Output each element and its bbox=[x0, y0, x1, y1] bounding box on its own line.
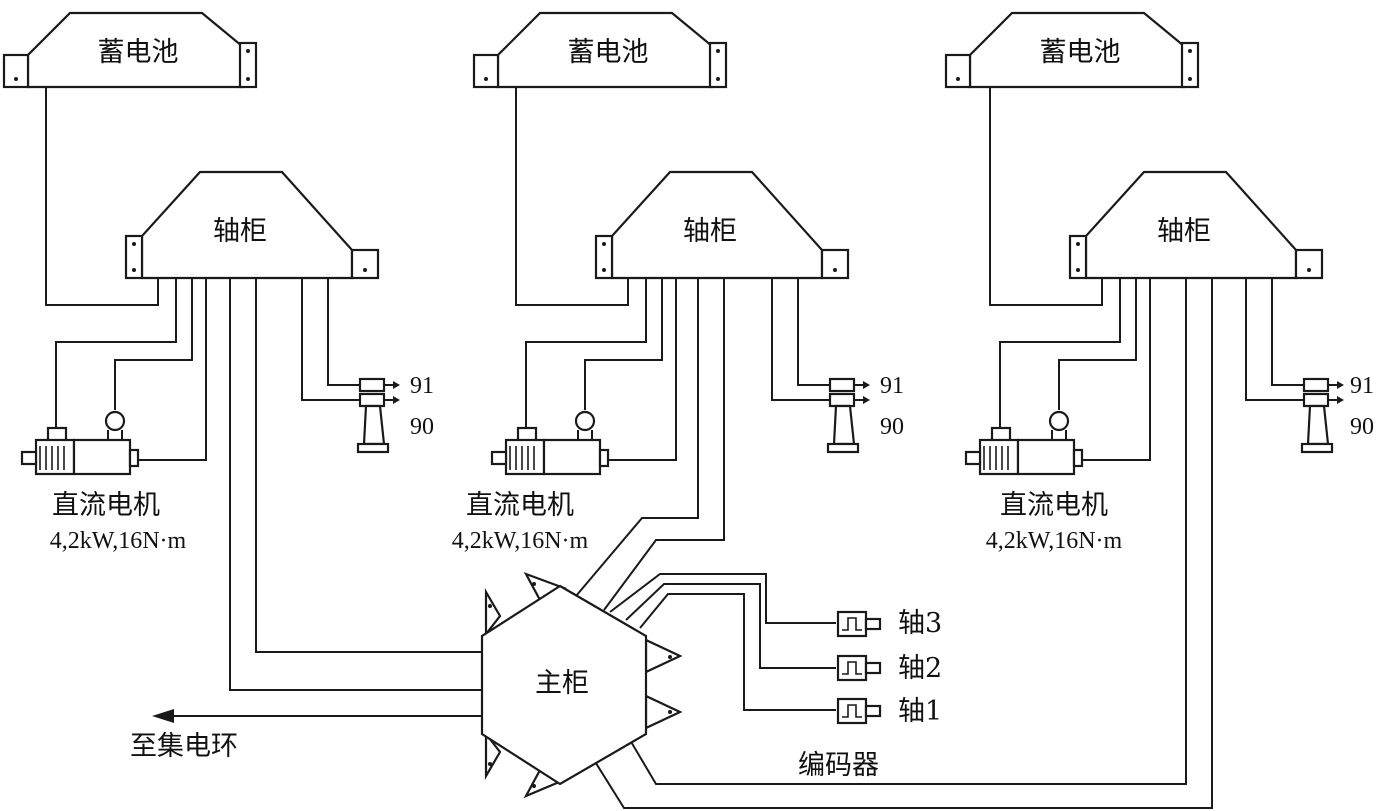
motor-label: 直流电机 bbox=[1000, 490, 1108, 521]
encoder-axis-2: 轴2 bbox=[836, 653, 942, 684]
axis-cabinet-1: 轴柜 bbox=[124, 170, 380, 280]
dc-motor-1: 直流电机 4,2kW,16N·m bbox=[20, 410, 187, 554]
battery-2: 蓄电池 bbox=[472, 11, 728, 89]
unit-1-wiring bbox=[45, 87, 482, 691]
main-cabinet-label: 主柜 bbox=[535, 668, 589, 699]
axis-cabinet-2: 轴柜 bbox=[594, 170, 850, 280]
unit-2: 蓄电池 轴柜 bbox=[452, 11, 904, 611]
limit-90-label: 90 bbox=[410, 414, 434, 440]
unit-3: 蓄电池 轴柜 bbox=[593, 11, 1374, 809]
axis-cabinet-label: 轴柜 bbox=[683, 216, 737, 247]
limit-91-label: 91 bbox=[1350, 373, 1374, 399]
limit-90-label: 90 bbox=[1350, 414, 1374, 440]
battery-label: 蓄电池 bbox=[98, 37, 179, 68]
limit-90-label: 90 bbox=[880, 414, 904, 440]
battery-label: 蓄电池 bbox=[1040, 37, 1121, 68]
limit-switch-1: 91 90 bbox=[356, 373, 434, 454]
unit-2-wiring bbox=[515, 87, 830, 611]
dc-motor-2: 直流电机 4,2kW,16N·m bbox=[452, 410, 610, 554]
encoder-label: 轴2 bbox=[898, 653, 942, 684]
limit-switch-3: 91 90 bbox=[1300, 373, 1374, 454]
battery-label: 蓄电池 bbox=[568, 37, 649, 68]
encoder-axis-3: 轴3 bbox=[836, 608, 942, 639]
axis-cabinet-3: 轴柜 bbox=[1068, 170, 1324, 280]
encoder-wiring bbox=[609, 573, 836, 711]
unit-3-wiring bbox=[593, 87, 1304, 809]
slip-ring-label: 至集电环 bbox=[130, 731, 238, 762]
motor-spec: 4,2kW,16N·m bbox=[452, 528, 589, 554]
encoder-caption: 编码器 bbox=[798, 750, 879, 781]
main-cabinet: 主柜 bbox=[480, 571, 683, 799]
encoder-label: 轴1 bbox=[898, 696, 942, 727]
limit-switch-2: 91 90 bbox=[826, 373, 904, 454]
axis-cabinet-label: 轴柜 bbox=[213, 216, 267, 247]
unit-1: 蓄电池 轴柜 bbox=[2, 11, 482, 691]
battery-1: 蓄电池 bbox=[2, 11, 258, 89]
motor-spec: 4,2kW,16N·m bbox=[986, 528, 1123, 554]
battery-3: 蓄电池 bbox=[944, 11, 1200, 89]
dc-motor-3: 直流电机 4,2kW,16N·m bbox=[964, 410, 1123, 554]
encoder-axis-1: 轴1 bbox=[836, 696, 942, 727]
limit-91-label: 91 bbox=[410, 373, 434, 399]
encoder-label: 轴3 bbox=[898, 608, 942, 639]
limit-91-label: 91 bbox=[880, 373, 904, 399]
motor-label: 直流电机 bbox=[52, 490, 160, 521]
motor-label: 直流电机 bbox=[466, 490, 574, 521]
motor-spec: 4,2kW,16N·m bbox=[50, 528, 187, 554]
axis-cabinet-label: 轴柜 bbox=[1157, 216, 1211, 247]
slip-ring-output: 至集电环 bbox=[130, 709, 482, 762]
